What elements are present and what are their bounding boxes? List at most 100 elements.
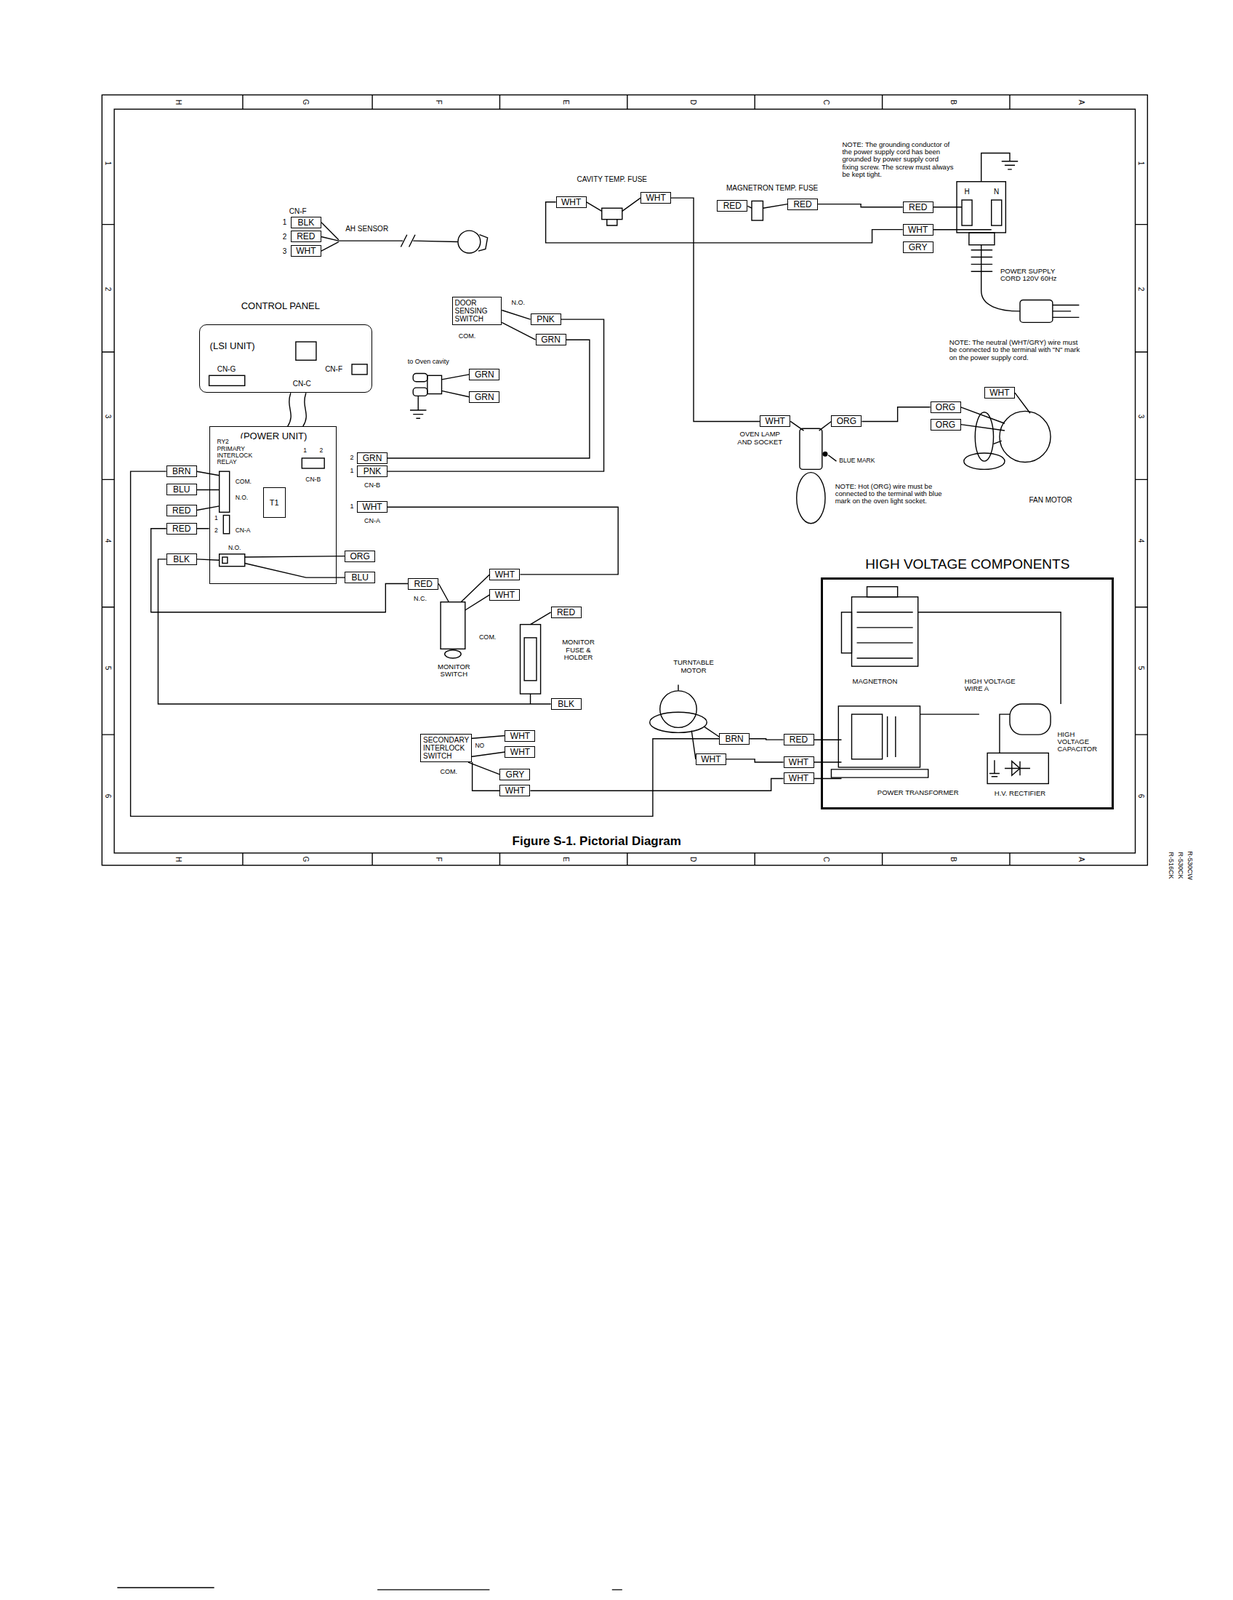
power-transformer-symbol bbox=[830, 713, 979, 778]
wire-tag: BRN bbox=[166, 465, 198, 477]
grid-reference: H bbox=[174, 855, 183, 863]
part-label: OVEN LAMP AND SOCKET bbox=[733, 430, 786, 446]
hv-components-box: HIGH VOLTAGE COMPONENTS bbox=[820, 577, 1114, 809]
node-text: WHT bbox=[360, 501, 384, 512]
node-text: ORG bbox=[934, 419, 958, 430]
cavity-ground-connector bbox=[410, 374, 469, 419]
wire bbox=[861, 407, 930, 422]
node-text: WHT bbox=[906, 224, 930, 235]
node-text: WHT bbox=[508, 746, 532, 757]
cavity-ground-connector bbox=[410, 372, 469, 419]
wire bbox=[529, 777, 783, 791]
oven-lamp-symbol bbox=[796, 472, 826, 524]
wire-tag: GRY bbox=[902, 241, 934, 253]
rectifier-symbol bbox=[989, 759, 1031, 776]
relay-symbol bbox=[301, 458, 325, 469]
node-text: WHT bbox=[787, 772, 811, 783]
ah-sensor-symbol bbox=[321, 222, 459, 251]
relay-symbol bbox=[219, 553, 246, 567]
power-transformer-symbol bbox=[830, 705, 979, 778]
wire bbox=[671, 197, 760, 421]
node-text: WHT bbox=[503, 785, 527, 796]
grid-reference: 4 bbox=[1137, 537, 1146, 544]
wire-tag: WHT bbox=[984, 386, 1015, 399]
wire-tag: GRN bbox=[535, 333, 567, 346]
node-text: GRN bbox=[360, 452, 384, 464]
magnetron-fuse-symbol bbox=[751, 200, 763, 221]
wire bbox=[151, 528, 409, 613]
grid-reference: 5 bbox=[1137, 665, 1146, 672]
magnetron-symbol bbox=[852, 596, 919, 666]
wire-tag: WHT bbox=[640, 191, 672, 204]
wire-tag: RED bbox=[551, 606, 582, 618]
node-text: BLK bbox=[170, 553, 194, 565]
magnetron-symbol bbox=[841, 586, 918, 666]
note-text: NOTE: The neutral (WHT/GRY) wire must be… bbox=[948, 338, 1088, 362]
turntable-motor-symbol bbox=[660, 690, 698, 728]
wire-tag: ORG bbox=[344, 550, 376, 562]
lsi-unit: (LSI UNIT) bbox=[199, 324, 373, 393]
lsi-parts bbox=[295, 341, 317, 360]
grid-reference: 3 bbox=[103, 413, 112, 420]
monitor-fuse-symbol bbox=[530, 612, 552, 704]
ah-sensor-symbol bbox=[478, 234, 488, 251]
part-label: NO bbox=[474, 742, 485, 749]
wire-tag: WHT bbox=[783, 772, 815, 784]
node-text: RED bbox=[170, 523, 194, 534]
rectifier-symbol bbox=[987, 752, 1049, 783]
rectifier-symbol bbox=[987, 752, 1049, 783]
part-label: N.C. bbox=[412, 595, 428, 603]
wire-tag: RED bbox=[407, 577, 439, 590]
oven-lamp-symbol bbox=[822, 452, 828, 457]
node-text: PNK bbox=[360, 466, 384, 477]
monitor-switch-symbol bbox=[444, 649, 461, 658]
node-text: RED bbox=[294, 231, 318, 242]
wire bbox=[387, 339, 590, 459]
node-text: (POWER UNIT) bbox=[240, 431, 336, 442]
wire bbox=[130, 471, 720, 816]
part-label: MONITOR SWITCH bbox=[436, 663, 472, 679]
cavity-fuse-symbol bbox=[586, 197, 641, 226]
node-text: BLU bbox=[170, 484, 194, 495]
high-voltage-wire bbox=[918, 612, 1061, 704]
lsi-parts bbox=[287, 392, 307, 427]
wire-tag: WHT bbox=[489, 568, 520, 581]
node-text: GRN bbox=[539, 334, 563, 345]
grid-reference: C bbox=[822, 855, 831, 863]
monitor-fuse-symbol bbox=[520, 624, 541, 694]
fan-motor-symbol bbox=[964, 452, 1005, 469]
node-text: RED bbox=[554, 607, 578, 618]
grid-reference: G bbox=[301, 98, 310, 106]
monitor-switch-symbol bbox=[440, 601, 466, 650]
wire-tag: BLU bbox=[166, 483, 198, 496]
turntable-motor-symbol bbox=[678, 684, 720, 759]
wire-tag: RED bbox=[716, 199, 748, 212]
cavity-ground-connector bbox=[412, 372, 428, 381]
part-label: CN-F bbox=[324, 364, 344, 373]
lsi-parts bbox=[351, 364, 368, 375]
oven-lamp-symbol bbox=[790, 420, 837, 523]
node-text: T1 bbox=[269, 497, 280, 507]
grid-reference: D bbox=[689, 855, 698, 863]
part-label: POWER SUPPLY CORD 120V 60Hz bbox=[999, 267, 1060, 283]
power-cord-symbol bbox=[956, 181, 1006, 233]
border-frame bbox=[101, 94, 1148, 865]
part-label: HIGH VOLTAGE WIRE A bbox=[964, 677, 1022, 693]
grid-reference: 6 bbox=[103, 793, 112, 799]
wire-tag: PNK bbox=[530, 313, 562, 325]
node-text: DOOR SENSING SWITCH bbox=[455, 298, 488, 323]
monitor-fuse-symbol bbox=[520, 612, 552, 704]
wire-tag: ORG bbox=[830, 415, 862, 427]
lsi-parts bbox=[209, 341, 368, 427]
relay-symbol bbox=[219, 471, 230, 512]
part-label: POWER TRANSFORMER bbox=[876, 788, 960, 797]
magnetron-fuse-symbol bbox=[747, 204, 788, 209]
relay-symbol bbox=[197, 458, 345, 578]
grid-reference: H bbox=[174, 98, 183, 106]
part-label: 1 bbox=[349, 503, 355, 511]
wire bbox=[157, 559, 551, 704]
node-text: WHT bbox=[699, 753, 723, 765]
node-text: WHT bbox=[492, 589, 517, 600]
node-text: BLK bbox=[554, 698, 578, 709]
